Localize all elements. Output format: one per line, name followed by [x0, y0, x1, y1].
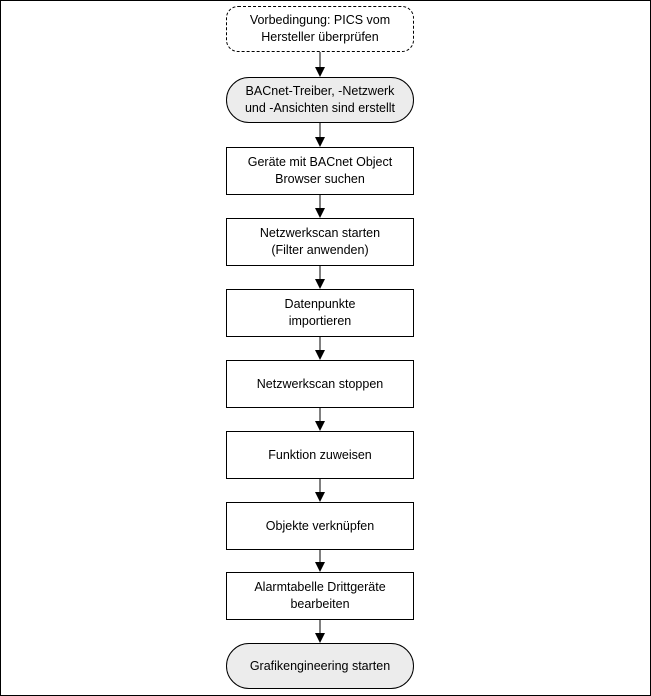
step-stop-network-scan: Netzwerkscan stoppen	[226, 360, 414, 408]
step-import-datapoints: Datenpunkte importieren	[226, 289, 414, 337]
step-search-devices: Geräte mit BACnet Object Browser suchen	[226, 147, 414, 195]
step-start-network-scan: Netzwerkscan starten (Filter anwenden)	[226, 218, 414, 266]
start-terminal: BACnet-Treiber, -Netzwerk und -Ansichten…	[226, 77, 414, 123]
end-terminal: Grafikengineering starten	[226, 643, 414, 689]
step-link-objects: Objekte verknüpfen	[226, 502, 414, 550]
step-edit-alarm-table: Alarmtabelle Drittgeräte bearbeiten	[226, 572, 414, 620]
precondition-box: Vorbedingung: PICS vom Hersteller überpr…	[226, 6, 414, 52]
step-assign-function: Funktion zuweisen	[226, 431, 414, 479]
